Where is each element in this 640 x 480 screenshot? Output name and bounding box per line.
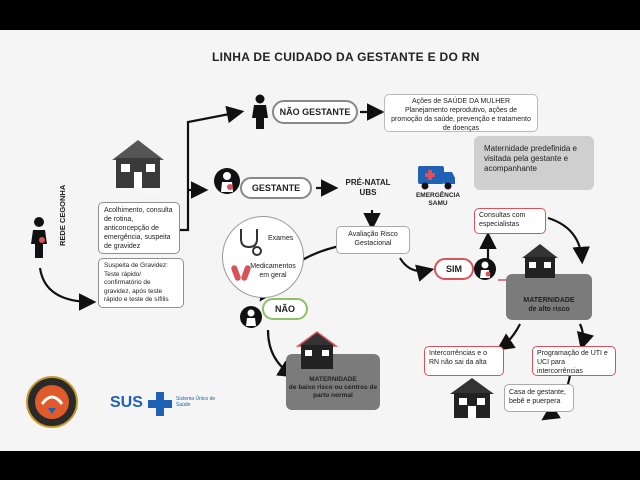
pre-natal-title: PRÉ-NATAL: [336, 178, 400, 188]
hospital-alto-icon: [520, 242, 560, 278]
gestante-badge: GESTANTE: [240, 177, 312, 199]
nao-gestante-badge: NÃO GESTANTE: [272, 100, 358, 124]
samu-text: SAMU: [410, 200, 466, 208]
intercorrencias-box: Intercorrências e o RN não sai da alta: [424, 346, 504, 376]
emergencia-text: EMERGÊNCIA: [410, 192, 466, 200]
maternidade-baixo-title: MATERNIDADE: [286, 376, 380, 384]
gestante-icon: [214, 168, 240, 194]
maternidade-baixo-subtitle: de baixo risco ou centros de parto norma…: [286, 384, 380, 400]
woman-icon: [250, 94, 270, 130]
maternidade-baixo-risco-label: MATERNIDADE de baixo risco ou centros de…: [286, 376, 380, 400]
sus-cross-icon: [148, 392, 172, 416]
sim-badge: SIM: [434, 258, 474, 280]
sim-gestante-icon: [474, 258, 496, 280]
ambulance-icon: [416, 162, 456, 190]
arrow-to-sim: [400, 258, 430, 271]
acoes-title: Ações de SAÚDE DA MULHER: [389, 97, 533, 106]
emergencia-samu-label: EMERGÊNCIA SAMU: [410, 192, 466, 208]
sus-logo-text: SUS: [110, 394, 143, 412]
maternidade-alto-title: MATERNIDADE: [506, 296, 592, 305]
nao-badge: NÃO: [262, 298, 308, 320]
arrow-to-programacao: [580, 324, 583, 346]
page-title: LINHA DE CUIDADO DA GESTANTE E DO RN: [212, 50, 532, 64]
exames-medicamentos-circle: [222, 216, 304, 298]
suspeita-gravidez-box: Suspeita de Gravidez: Teste rápido/ conf…: [98, 258, 184, 308]
programacao-uti-box: Programação de UTI e UCI para intercorrê…: [532, 346, 616, 376]
arrow-to-acolhimento: [40, 268, 92, 302]
rede-cegonha-label: REDE CEGONHA: [58, 176, 70, 246]
sus-subtitle: Sistema Único de Saúde: [176, 396, 216, 408]
pre-natal-label: PRÉ-NATAL UBS: [336, 178, 400, 198]
nao-gestante-risk-icon: [240, 306, 262, 328]
maternidade-alto-subtitle: de alto risco: [506, 305, 592, 314]
stethoscope-icon: [235, 227, 265, 257]
pregnant-woman-icon: [28, 216, 50, 260]
acoes-saude-mulher-box: Ações de SAÚDE DA MULHER Planejamento re…: [384, 94, 538, 132]
rede-cegonha-logo: [26, 376, 78, 428]
medicamentos-label: Medicamentos em geral: [250, 262, 296, 280]
maternidade-predefinida-box: Maternidade predefinida e visitada pela …: [474, 136, 594, 190]
hospital-baixo-icon: [296, 330, 338, 370]
diagram-canvas: LINHA DE CUIDADO DA GESTANTE E DO RN RED…: [0, 30, 640, 451]
exames-label: Exames: [268, 234, 308, 243]
avaliacao-risco-box: Avaliação Risco Gestacional: [336, 226, 410, 254]
pre-natal-ubs: UBS: [336, 188, 400, 198]
acoes-description: Planejamento reprodutivo, ações de promo…: [389, 106, 533, 133]
casa-gestante-house-icon: [448, 376, 496, 418]
consultas-especialistas-box: Consultas com especialistas: [474, 208, 546, 234]
acolhimento-box: Acolhimento, consulta de rotina, anticon…: [98, 202, 180, 254]
maternidade-alto-risco-label: MATERNIDADE de alto risco: [506, 296, 592, 314]
arrow-to-intercorrencias: [500, 324, 520, 348]
ubs-label: UBS: [140, 188, 164, 197]
casa-gestante-box: Casa de gestante, bebê e puerpera: [504, 384, 574, 412]
